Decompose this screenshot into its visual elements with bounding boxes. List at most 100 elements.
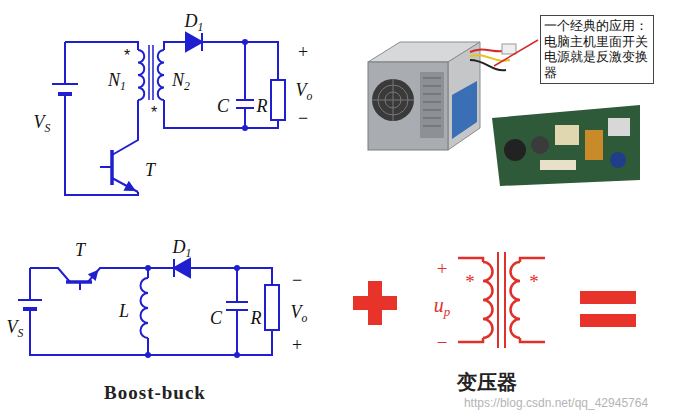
figure-part bbox=[531, 136, 549, 154]
figure-part bbox=[492, 105, 640, 186]
figure-part bbox=[610, 152, 626, 168]
figure-part bbox=[164, 42, 186, 50]
transformer-symbol bbox=[458, 252, 545, 348]
label-subscript: o bbox=[307, 90, 313, 103]
callout-box: 一个经典的应用：电脑主机里面开关电源就是反激变换器 bbox=[540, 15, 654, 84]
label-main: V bbox=[296, 80, 307, 100]
figure-part bbox=[520, 258, 545, 262]
callout-text: 一个经典的应用：电脑主机里面开关电源就是反激变换器 bbox=[544, 18, 650, 81]
circuit-board-photo bbox=[492, 105, 640, 186]
figure-part bbox=[236, 42, 254, 128]
label-main: u bbox=[434, 294, 444, 316]
figure-part bbox=[138, 50, 144, 100]
circuit-label: D1 bbox=[185, 12, 204, 30]
figure-part bbox=[368, 281, 382, 325]
circuit-label: * bbox=[124, 48, 130, 64]
label-main: N bbox=[108, 70, 120, 90]
figure-part bbox=[79, 282, 81, 290]
circuit-label: + bbox=[298, 43, 308, 61]
figure-part bbox=[88, 268, 174, 282]
figure-part bbox=[52, 83, 78, 85]
figure-part bbox=[141, 278, 149, 338]
figure-part bbox=[372, 79, 414, 121]
circuit-label: VS bbox=[7, 318, 24, 336]
label-subscript: p bbox=[444, 304, 451, 319]
circuit-label: N1 bbox=[108, 71, 126, 89]
circuit-label: C bbox=[210, 309, 222, 327]
figure-part bbox=[580, 291, 636, 304]
circuit-label: C bbox=[217, 97, 229, 115]
label-subscript: S bbox=[45, 122, 51, 135]
label-main: D bbox=[185, 11, 198, 31]
circuit-label: N2 bbox=[172, 71, 190, 89]
figure-part bbox=[242, 39, 248, 45]
label-subscript: 2 bbox=[184, 80, 190, 93]
circuit-label: + bbox=[437, 259, 448, 278]
figure-part bbox=[483, 262, 493, 338]
figure-part bbox=[226, 268, 248, 355]
circuit-label: https://blog.csdn.net/qq_42945764 bbox=[464, 397, 648, 409]
figure-part bbox=[265, 285, 279, 330]
circuit-label: VS bbox=[34, 113, 51, 131]
circuit-label: − bbox=[298, 109, 308, 127]
figure-part bbox=[504, 139, 526, 161]
figure-part bbox=[29, 268, 31, 300]
figure-part bbox=[271, 80, 285, 120]
figure-part bbox=[502, 44, 516, 54]
label-subscript: S bbox=[18, 327, 24, 340]
circuit-label: − bbox=[437, 333, 448, 352]
circuit-label: Boost-buck bbox=[104, 383, 206, 402]
circuit-label: + bbox=[292, 336, 302, 354]
figure-part bbox=[498, 252, 505, 348]
figure-part bbox=[65, 94, 138, 195]
figure-part bbox=[368, 62, 448, 150]
figure-part bbox=[30, 268, 70, 282]
figure-part bbox=[100, 166, 112, 168]
circuit-label: up bbox=[434, 295, 451, 315]
figure-part bbox=[174, 259, 190, 277]
figure-part bbox=[608, 118, 630, 136]
circuit-label: * bbox=[151, 105, 157, 121]
label-main: N bbox=[172, 70, 184, 90]
figure-part bbox=[423, 78, 441, 126]
label-main: V bbox=[291, 302, 302, 322]
label-subscript: 1 bbox=[198, 21, 204, 34]
figure-part bbox=[158, 50, 164, 100]
figure-part bbox=[234, 352, 240, 358]
figure-part bbox=[125, 183, 134, 190]
figure-part bbox=[458, 258, 483, 262]
equals-sign bbox=[580, 291, 636, 327]
circuit-label: D1 bbox=[173, 238, 192, 256]
flyback-circuit bbox=[52, 33, 285, 195]
circuit-label: T bbox=[145, 161, 155, 179]
figure-part bbox=[18, 299, 42, 301]
circuit-label: * bbox=[529, 272, 539, 291]
figure-part bbox=[30, 309, 272, 355]
figure-part bbox=[112, 100, 138, 155]
circuit-label: T bbox=[75, 241, 85, 259]
circuit-label: L bbox=[119, 302, 129, 320]
figure-part bbox=[452, 81, 477, 139]
buck-boost-circuit bbox=[18, 259, 279, 358]
figure-part bbox=[448, 42, 480, 150]
circuit-label: 变压器 bbox=[457, 372, 517, 392]
figure-part bbox=[186, 33, 202, 51]
circuit-label: Vo bbox=[291, 303, 308, 321]
circuit-label: − bbox=[292, 271, 302, 289]
figure-part bbox=[64, 42, 66, 84]
figure-part bbox=[242, 125, 248, 131]
power-supply-photo bbox=[368, 42, 516, 150]
figure-part bbox=[420, 72, 444, 138]
circuit-label: R bbox=[251, 309, 262, 327]
figure-part bbox=[149, 45, 153, 100]
figure-part bbox=[520, 338, 545, 342]
circuit-label: * bbox=[465, 272, 475, 291]
plus-sign bbox=[353, 281, 397, 325]
label-main: V bbox=[7, 317, 18, 337]
leader-line bbox=[494, 40, 538, 66]
figure-part bbox=[555, 125, 579, 145]
circuit-label: R bbox=[257, 97, 268, 115]
figure-part bbox=[540, 160, 576, 170]
figure-part bbox=[112, 178, 138, 192]
